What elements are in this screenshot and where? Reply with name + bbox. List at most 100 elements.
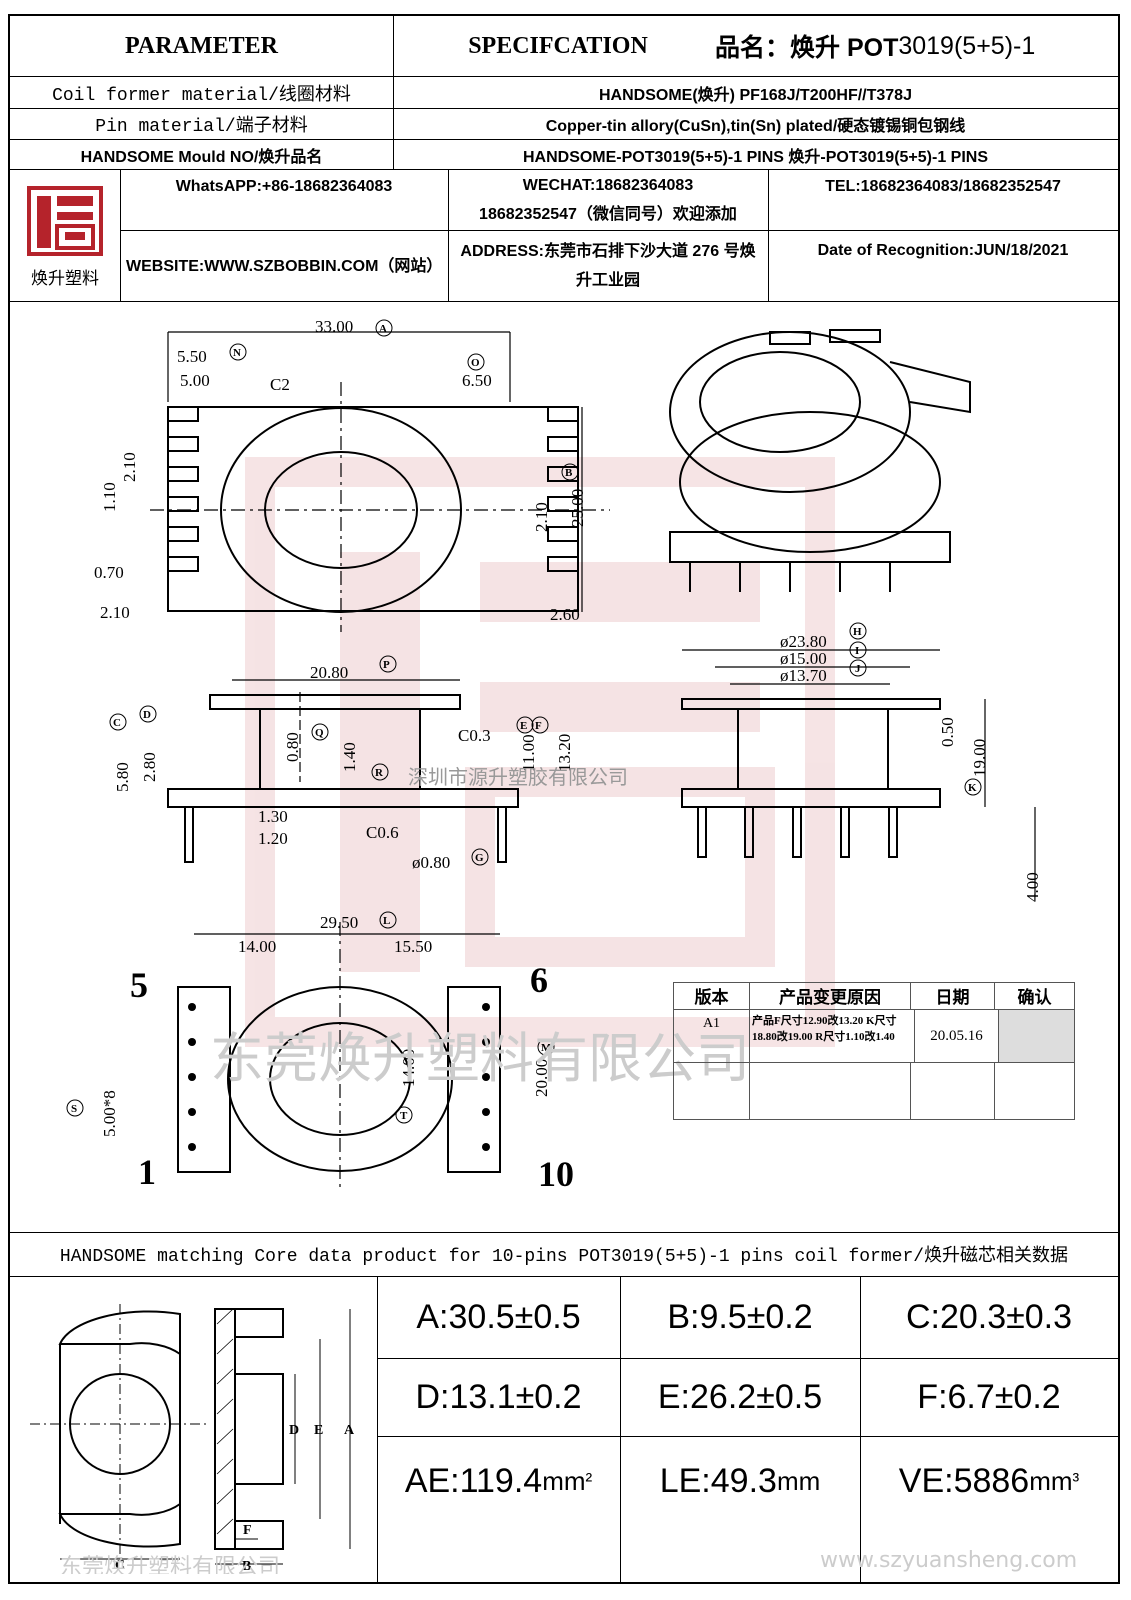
svg-text:25.00: 25.00 <box>568 489 587 527</box>
svg-text:L: L <box>383 915 390 927</box>
svg-text:14.00: 14.00 <box>238 937 276 956</box>
svg-text:C2: C2 <box>270 375 290 394</box>
svg-text:O: O <box>471 357 480 369</box>
pin-numbers: 5 6 1 10 <box>130 960 574 1194</box>
logo: 焕升塑料 <box>10 170 120 301</box>
svg-text:J: J <box>855 663 861 675</box>
svg-text:5.00*8: 5.00*8 <box>100 1090 119 1137</box>
product-name-value: 3019(5+5)-1 <box>898 31 1036 60</box>
telephone: TEL:18682364083/18682352547 <box>825 178 1061 195</box>
svg-text:4.00: 4.00 <box>1023 872 1042 902</box>
svg-text:1.10: 1.10 <box>100 482 119 512</box>
address: ADDRESS:东莞市石排下沙大道 276 号焕升工业园 <box>460 243 756 289</box>
website-watermark: www.szyuansheng.com <box>820 1548 1078 1573</box>
spec-e: E:26.2±0.5 <box>657 1377 823 1416</box>
change-row: A1 产品F尺寸12.90改13.20 K尺寸18.80改19.00 R尺寸1.… <box>674 1010 1074 1063</box>
core-label-f: F <box>243 1523 252 1538</box>
contact-block: 焕升塑料 WhatsAPP:+86-18682364083 WECHAT:186… <box>10 170 1120 302</box>
core-drawing: A B C D E F 东莞焕升塑料有限公司 <box>30 1304 355 1574</box>
svg-text:H: H <box>853 626 862 638</box>
svg-text:29.50: 29.50 <box>320 913 358 932</box>
product-name-label: 品名：焕升 POT <box>715 34 899 62</box>
pin-material-row: Pin material/端子材料 Copper-tin allory(CuSn… <box>10 109 1118 140</box>
logo-text: 焕升塑料 <box>31 269 99 288</box>
svg-text:2.10: 2.10 <box>100 603 130 622</box>
wechat-line1: WECHAT:18682364083 <box>522 177 694 194</box>
svg-text:M: M <box>541 1042 552 1054</box>
website: WEBSITE:WWW.SZBOBBIN.COM（网站） <box>126 257 443 275</box>
wechat-line2: 18682352547（微信同号）欢迎添加 <box>479 206 737 223</box>
svg-text:1.40: 1.40 <box>340 742 359 772</box>
dimension-markers: A N O B P Q R C D E F G H I J K L M S T <box>66 319 982 1124</box>
svg-text:2.10: 2.10 <box>120 452 139 482</box>
core-data-title: HANDSOME matching Core data product for … <box>10 1232 1118 1277</box>
svg-text:ø15.00: ø15.00 <box>780 649 827 668</box>
core-label-b: B <box>242 1559 251 1574</box>
core-watermark: 东莞焕升塑料有限公司 <box>60 1554 280 1574</box>
svg-text:0.80: 0.80 <box>283 732 302 762</box>
whatsapp: WhatsAPP:+86-18682364083 <box>175 178 393 195</box>
wechat: WECHAT:18682364083 18682352547（微信同号）欢迎添加 <box>448 170 768 230</box>
specification-heading: SPECIFCATION <box>468 32 648 59</box>
coil-material-label: Coil former material/线圈材料 <box>52 85 351 106</box>
svg-text:Q: Q <box>315 727 324 739</box>
change-header-version: 版本 <box>674 983 750 1009</box>
svg-text:B: B <box>565 467 573 479</box>
svg-text:5.00: 5.00 <box>180 371 210 390</box>
core-label-d: D <box>289 1423 299 1438</box>
core-label-e: E <box>314 1423 323 1438</box>
bottom-view <box>177 922 501 1192</box>
iso-view <box>669 329 971 592</box>
recognition-date: Date of Recognition:JUN/18/2021 <box>817 242 1069 259</box>
svg-text:2.60: 2.60 <box>550 605 580 624</box>
svg-text:0.50: 0.50 <box>938 717 957 747</box>
change-header-date: 日期 <box>911 983 995 1009</box>
pin-material-value: Copper-tin allory(CuSn),tin(Sn) plated/硬… <box>545 118 966 135</box>
front-view <box>681 649 1036 897</box>
change-table: 版本 产品变更原因 日期 确认 A1 产品F尺寸12.90改13.20 K尺寸1… <box>673 982 1075 1120</box>
change-header-confirm: 确认 <box>1017 988 1052 1007</box>
mould-label: HANDSOME Mould NO/焕升品名 <box>80 148 323 166</box>
svg-text:G: G <box>475 852 484 864</box>
parameter-heading: PARAMETER <box>125 32 278 59</box>
svg-text:P: P <box>383 659 390 671</box>
svg-text:ø0.80: ø0.80 <box>412 853 450 872</box>
core-label-a: A <box>344 1423 355 1438</box>
svg-text:R: R <box>375 767 384 779</box>
mould-value: HANDSOME-POT3019(5+5)-1 PINS 焕升-POT3019(… <box>522 148 989 166</box>
core-data-area: A B C D E F 东莞焕升塑料有限公司 A:30.5±0.5 B:9.5±… <box>10 1276 1118 1584</box>
spec-a: A:30.5±0.5 <box>416 1297 581 1336</box>
svg-text:2.80: 2.80 <box>140 752 159 782</box>
spec-f: F:6.7±0.2 <box>917 1377 1061 1416</box>
svg-text:ø23.80: ø23.80 <box>780 632 827 651</box>
svg-text:ø13.70: ø13.70 <box>780 666 827 685</box>
svg-text:T: T <box>400 1110 408 1122</box>
svg-text:20.00: 20.00 <box>532 1059 551 1097</box>
svg-text:D: D <box>143 709 151 721</box>
svg-text:5.80: 5.80 <box>113 762 132 792</box>
svg-text:E: E <box>520 720 527 732</box>
side-view <box>167 679 519 863</box>
svg-text:5.50: 5.50 <box>177 347 207 366</box>
svg-text:1.30: 1.30 <box>258 807 288 826</box>
svg-text:N: N <box>233 347 241 359</box>
spec-d: D:13.1±0.2 <box>415 1377 582 1416</box>
svg-text:1: 1 <box>138 1152 156 1192</box>
handsome-logo-icon <box>27 186 103 256</box>
mould-row: HANDSOME Mould NO/焕升品名 HANDSOME-POT3019(… <box>10 140 1118 170</box>
svg-text:1.20: 1.20 <box>258 829 288 848</box>
svg-text:A: A <box>379 323 387 335</box>
coil-material-value: HANDSOME(焕升) PF168J/T200HF//T378J <box>599 86 912 104</box>
top-view <box>150 331 610 632</box>
watermark-logo-icon <box>245 457 835 1047</box>
svg-text:I: I <box>855 645 859 657</box>
